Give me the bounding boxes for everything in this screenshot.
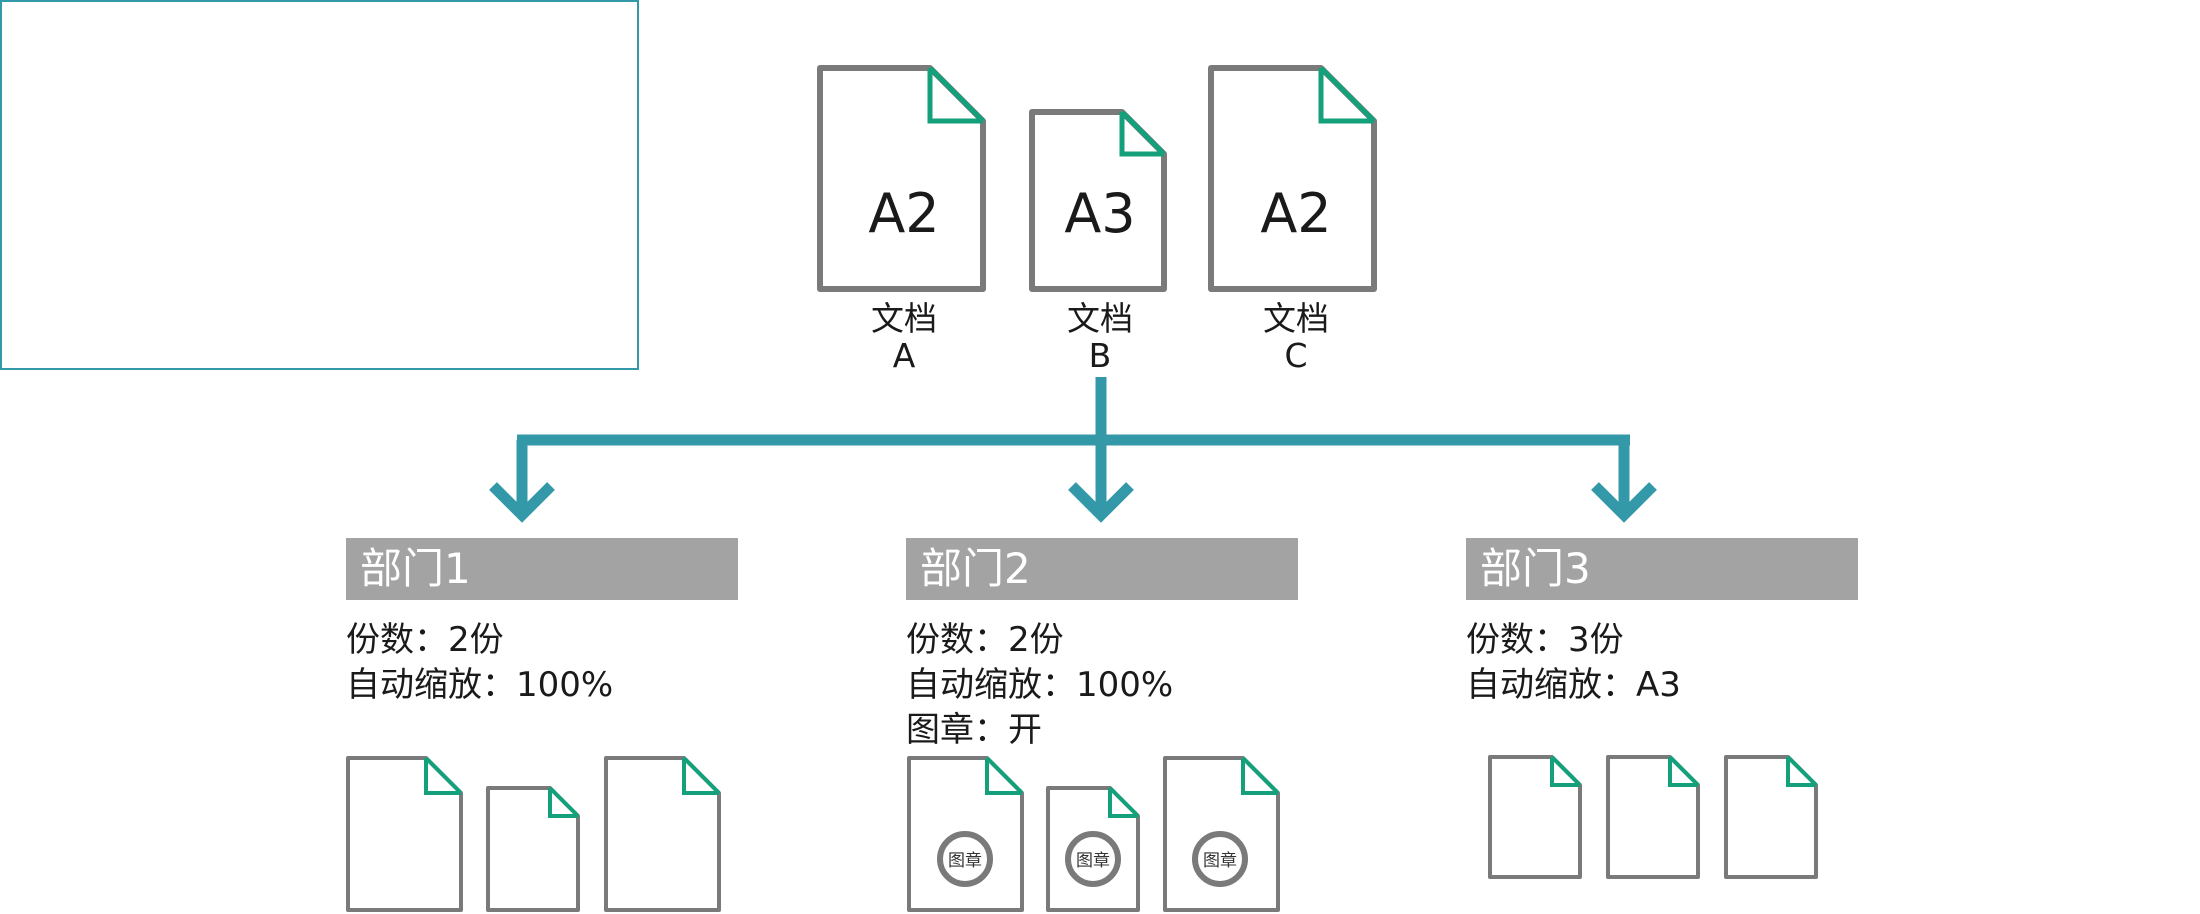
doc-icon — [1606, 755, 1700, 879]
doc-size-label: A2 — [868, 182, 939, 245]
stamp-icon — [937, 831, 993, 887]
doc-icon — [1208, 65, 1377, 292]
doc-size-label: A2 — [1260, 182, 1331, 245]
distribution-arrows — [489, 377, 1657, 523]
folded-corner-icon — [1108, 786, 1140, 818]
dept2-stamp: 图章：开 — [906, 710, 1042, 750]
folded-corner-icon — [1241, 756, 1280, 795]
stamp-icon — [1192, 831, 1248, 887]
source-documents-frame — [0, 0, 639, 370]
caption-line-2: A — [892, 336, 916, 375]
doc-caption-a: 文档 A — [834, 300, 974, 374]
dept3-output-docs — [1488, 755, 1818, 879]
doc-icon — [1724, 755, 1818, 879]
source-doc-c: A2 — [1208, 65, 1377, 292]
dept3-copies: 份数：3份 — [1466, 620, 1624, 660]
arrowhead-2 — [1068, 482, 1134, 523]
stamp-icon — [1065, 831, 1121, 887]
doc-icon — [346, 756, 463, 912]
folded-corner-icon — [1668, 755, 1700, 787]
doc-icon — [486, 786, 580, 912]
dept2-copies: 份数：2份 — [906, 620, 1064, 660]
folded-corner-icon — [682, 756, 721, 795]
dept1-header: 部门1 — [346, 538, 738, 600]
caption-line-1: 文档 — [1067, 299, 1133, 338]
stamp-label: 图章 — [1203, 851, 1237, 871]
source-doc-b: A3 — [1029, 109, 1167, 292]
doc-size-label: A3 — [1064, 182, 1135, 245]
folded-corner-icon — [1119, 112, 1164, 157]
source-doc-a: A2 — [817, 65, 986, 292]
caption-line-2: B — [1088, 336, 1112, 375]
dept1-copies: 份数：2份 — [346, 620, 504, 660]
dept1-output-docs — [346, 756, 721, 912]
doc-caption-c: 文档 C — [1226, 300, 1366, 374]
arrowhead-1 — [489, 482, 555, 523]
caption-line-1: 文档 — [1263, 299, 1329, 338]
caption-line-2: C — [1284, 336, 1308, 375]
stamp-label: 图章 — [1076, 851, 1110, 871]
arrowhead-3 — [1591, 482, 1657, 523]
doc-icon — [1488, 755, 1582, 879]
dept3-header: 部门3 — [1466, 538, 1858, 600]
dept2-header: 部门2 — [906, 538, 1298, 600]
folded-corner-icon — [1786, 755, 1818, 787]
caption-line-1: 文档 — [871, 299, 937, 338]
folded-corner-icon — [985, 756, 1024, 795]
folded-corner-icon — [927, 68, 983, 124]
dept1-auto-scale: 自动缩放：100% — [346, 665, 614, 705]
folded-corner-icon — [1318, 68, 1374, 124]
dept2-auto-scale: 自动缩放：100% — [906, 665, 1174, 705]
folded-corner-icon — [548, 786, 580, 818]
dept2-output-docs: 图章 图章 图章 — [907, 756, 1280, 912]
stamp-label: 图章 — [948, 851, 982, 871]
doc-icon — [817, 65, 986, 292]
doc-caption-b: 文档 B — [1030, 300, 1170, 374]
doc-icon — [604, 756, 721, 912]
folded-corner-icon — [424, 756, 463, 795]
folded-corner-icon — [1550, 755, 1582, 787]
dept3-auto-scale: 自动缩放：A3 — [1466, 665, 1681, 705]
